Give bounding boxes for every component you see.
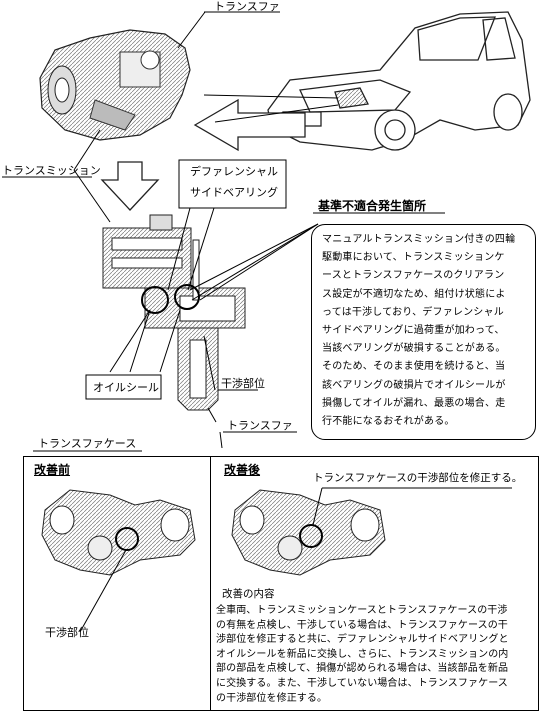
description-line: 部の部品を点検して、損傷が認められる場合は、当該部品を新品 xyxy=(216,663,509,675)
improvement-content-heading: 改善の内容 xyxy=(222,588,275,600)
after-heading: 改善後 xyxy=(224,463,261,477)
improvement-description: 全車両、トランスミッションケースとトランスファケースの干渉 の有無を点検し、干渉… xyxy=(216,604,534,706)
note-line: 損傷してオイルが漏れ、最悪の場合、走 xyxy=(322,397,506,409)
note-line: ースとトランスファケースのクリアラン xyxy=(322,270,505,282)
before-heading: 改善前 xyxy=(34,463,71,477)
note-line: 当該ベアリングが破損することがある。 xyxy=(322,343,506,355)
transmission-assembly-illustration xyxy=(39,29,191,141)
cross-section-illustration xyxy=(102,214,246,411)
description-line: の有無を点検し、干渉している場合は、トランスファケースの干 xyxy=(216,619,508,631)
note-line: 駆動車において、トランスミッションケ xyxy=(322,252,505,264)
diff-bearing-label-line1: デファレンシャル xyxy=(190,165,278,178)
note-line: 該ベアリングの破損片でオイルシールが xyxy=(322,379,506,391)
transfer-case-heading: トランスファケース xyxy=(38,437,137,450)
hollow-arrow-down xyxy=(100,161,160,211)
note-line: マニュアルトランスミッション付きの四輪 xyxy=(322,234,516,245)
oil-seal-label: オイルシール xyxy=(93,381,159,394)
oil-seal-box xyxy=(85,374,162,400)
note-line: ス設定が不適切なため、組付け状態によ xyxy=(322,288,506,300)
label-underlines xyxy=(2,11,445,452)
description-line: オイルシールを新品に交換し、さらに、トランスミッションの内 xyxy=(216,648,509,660)
note-line: 行不能になるおそれがある。 xyxy=(322,416,455,428)
description-line: の干渉部位を修正する。 xyxy=(216,692,328,704)
description-line: 全車両、トランスミッションケースとトランスファケースの干渉 xyxy=(216,605,508,616)
description-line: に交換する。また、干渉していない場合は、トランスファケース xyxy=(216,677,508,689)
transfer-case-after-illustration xyxy=(231,487,512,576)
before-interference-label: 干渉部位 xyxy=(45,626,89,639)
diff-bearing-label-line2: サイドベアリング xyxy=(190,186,278,199)
before-after-table xyxy=(23,456,539,711)
nonconformity-heading: 基準不適合発生箇所 xyxy=(318,199,427,213)
note-line: そのため、そのまま使用を続けると、当 xyxy=(322,361,506,373)
table-divider xyxy=(210,456,211,711)
after-callout: トランスファケースの干渉部位を修正する。 xyxy=(313,472,523,484)
note-line: サイドベアリングに過荷重が加わって、 xyxy=(322,325,505,337)
note-line: っては干渉しており、デファレンシャル xyxy=(322,306,504,318)
hollow-arrow-left xyxy=(193,98,306,152)
nonconformity-description-box: マニュアルトランスミッション付きの四輪 駆動車において、トランスミッションケ ー… xyxy=(311,224,536,440)
transfer-label-top: トランスファ xyxy=(214,0,280,13)
interference-part-label: 干渉部位 xyxy=(221,377,265,390)
vehicle-illustration xyxy=(267,11,531,151)
transmission-label: トランスミッション xyxy=(2,164,101,177)
callout-lines-middle xyxy=(109,159,319,449)
leader-lines xyxy=(73,11,339,223)
transfer-label-bottom: トランスファ xyxy=(227,419,293,432)
transfer-case-before-illustration xyxy=(41,489,196,633)
description-line: 渉部位を修正すると共に、デファレンシャルサイドベアリングと xyxy=(216,634,509,646)
